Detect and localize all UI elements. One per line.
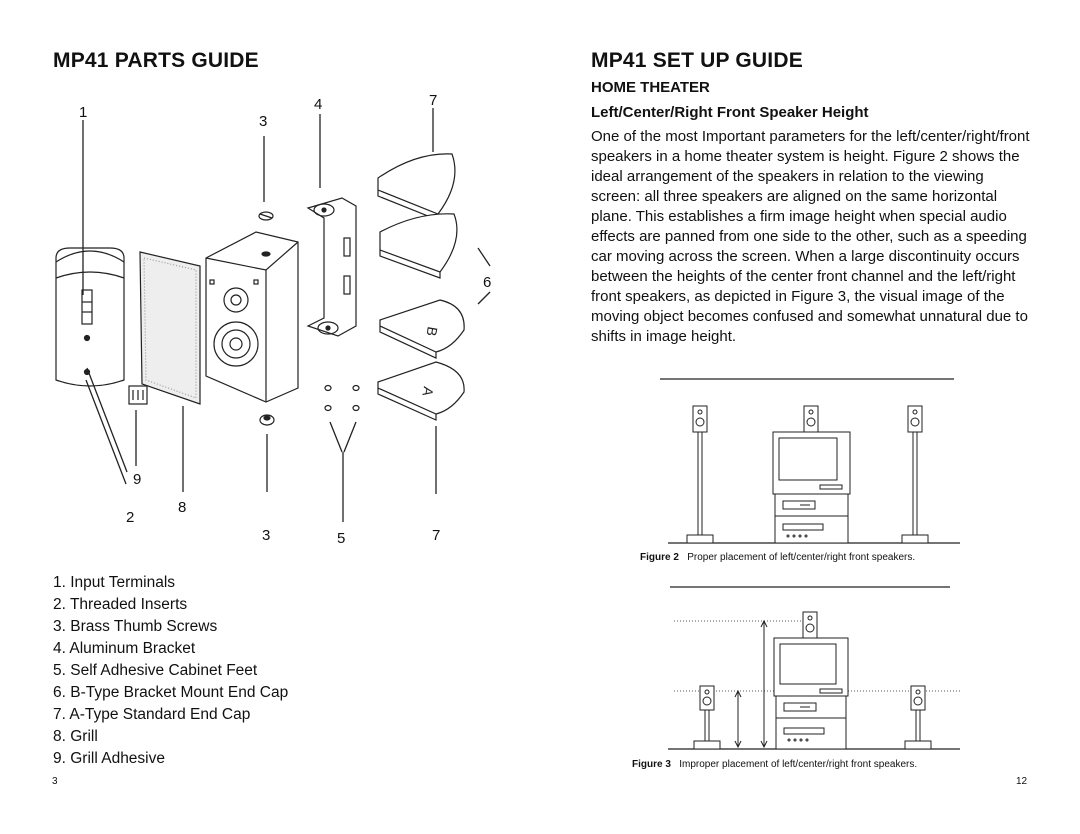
parts-list: 1. Input Terminals 2. Threaded Inserts 3… (53, 572, 288, 770)
aluminum-bracket (306, 197, 357, 337)
figure-3-improper-placement (668, 586, 960, 750)
list-item: 8. Grill (53, 728, 98, 745)
callout-2: 2 (126, 509, 135, 526)
speaker-cabinet (205, 231, 299, 403)
svg-text:B: B (423, 325, 440, 337)
list-item: 1. Input Terminals (53, 574, 176, 591)
parts-exploded-diagram: B A (55, 108, 491, 522)
callout-3-top: 3 (259, 113, 268, 130)
brass-thumb-screw-top (258, 211, 274, 221)
figure-3-caption: Figure 3 Improper placement of left/cent… (632, 759, 917, 770)
center-speaker-high-and-tv (773, 611, 849, 750)
list-item: 5. Self Adhesive Cabinet Feet (53, 662, 258, 679)
callout-7-top: 7 (429, 92, 438, 109)
right-speaker (901, 405, 929, 544)
callout-7-bottom: 7 (432, 527, 441, 544)
list-item: 4. Aluminum Bracket (53, 640, 196, 657)
subsection-heading: Left/Center/Right Front Speaker Height (591, 104, 869, 121)
self-adhesive-feet (324, 384, 360, 412)
left-speaker (686, 405, 714, 544)
end-cap-b-top (379, 213, 458, 279)
page-number-left: 3 (52, 776, 58, 787)
left-speaker-low (693, 685, 721, 750)
figure-3-label: Figure 3 (632, 759, 671, 770)
setup-guide-title: MP41 SET UP GUIDE (591, 49, 803, 72)
grill-adhesive (128, 385, 148, 405)
figure-3-caption-text: Improper placement of left/center/right … (679, 759, 918, 770)
list-item: 2. Threaded Inserts (53, 596, 188, 613)
callout-9: 9 (133, 471, 142, 488)
figure-2-caption-text: Proper placement of left/center/right fr… (687, 552, 916, 563)
center-speaker-and-tv (772, 405, 851, 544)
svg-text:A: A (419, 385, 436, 398)
grill (139, 251, 201, 405)
list-item: 7. A-Type Standard End Cap (53, 706, 251, 723)
callout-1: 1 (79, 104, 88, 121)
callout-3-bottom: 3 (262, 527, 271, 544)
end-cap-a-top (377, 153, 456, 221)
page-number-right: 12 (1016, 776, 1028, 787)
list-item: 3. Brass Thumb Screws (53, 618, 218, 635)
right-speaker-low (904, 685, 932, 750)
brass-thumb-screw-bottom (259, 414, 275, 426)
figure-2-caption: Figure 2 Proper placement of left/center… (640, 552, 915, 563)
list-item: 9. Grill Adhesive (53, 750, 165, 767)
list-item: 6. B-Type Bracket Mount End Cap (53, 684, 289, 701)
figure-2-label: Figure 2 (640, 552, 679, 563)
callout-6: 6 (483, 274, 492, 291)
callout-leader-lines (82, 108, 491, 522)
callout-5: 5 (337, 530, 346, 547)
parts-guide-title: MP41 PARTS GUIDE (53, 49, 259, 72)
section-heading: HOME THEATER (591, 79, 710, 96)
body-paragraph: One of the most Important parameters for… (591, 128, 1030, 345)
figure-2-proper-placement (660, 378, 960, 544)
end-cap-a-bottom: A (377, 361, 465, 421)
callout-8: 8 (178, 499, 187, 516)
callout-4: 4 (314, 96, 323, 113)
speaker-rear-view (55, 247, 125, 387)
end-cap-b-bottom: B (379, 299, 465, 359)
